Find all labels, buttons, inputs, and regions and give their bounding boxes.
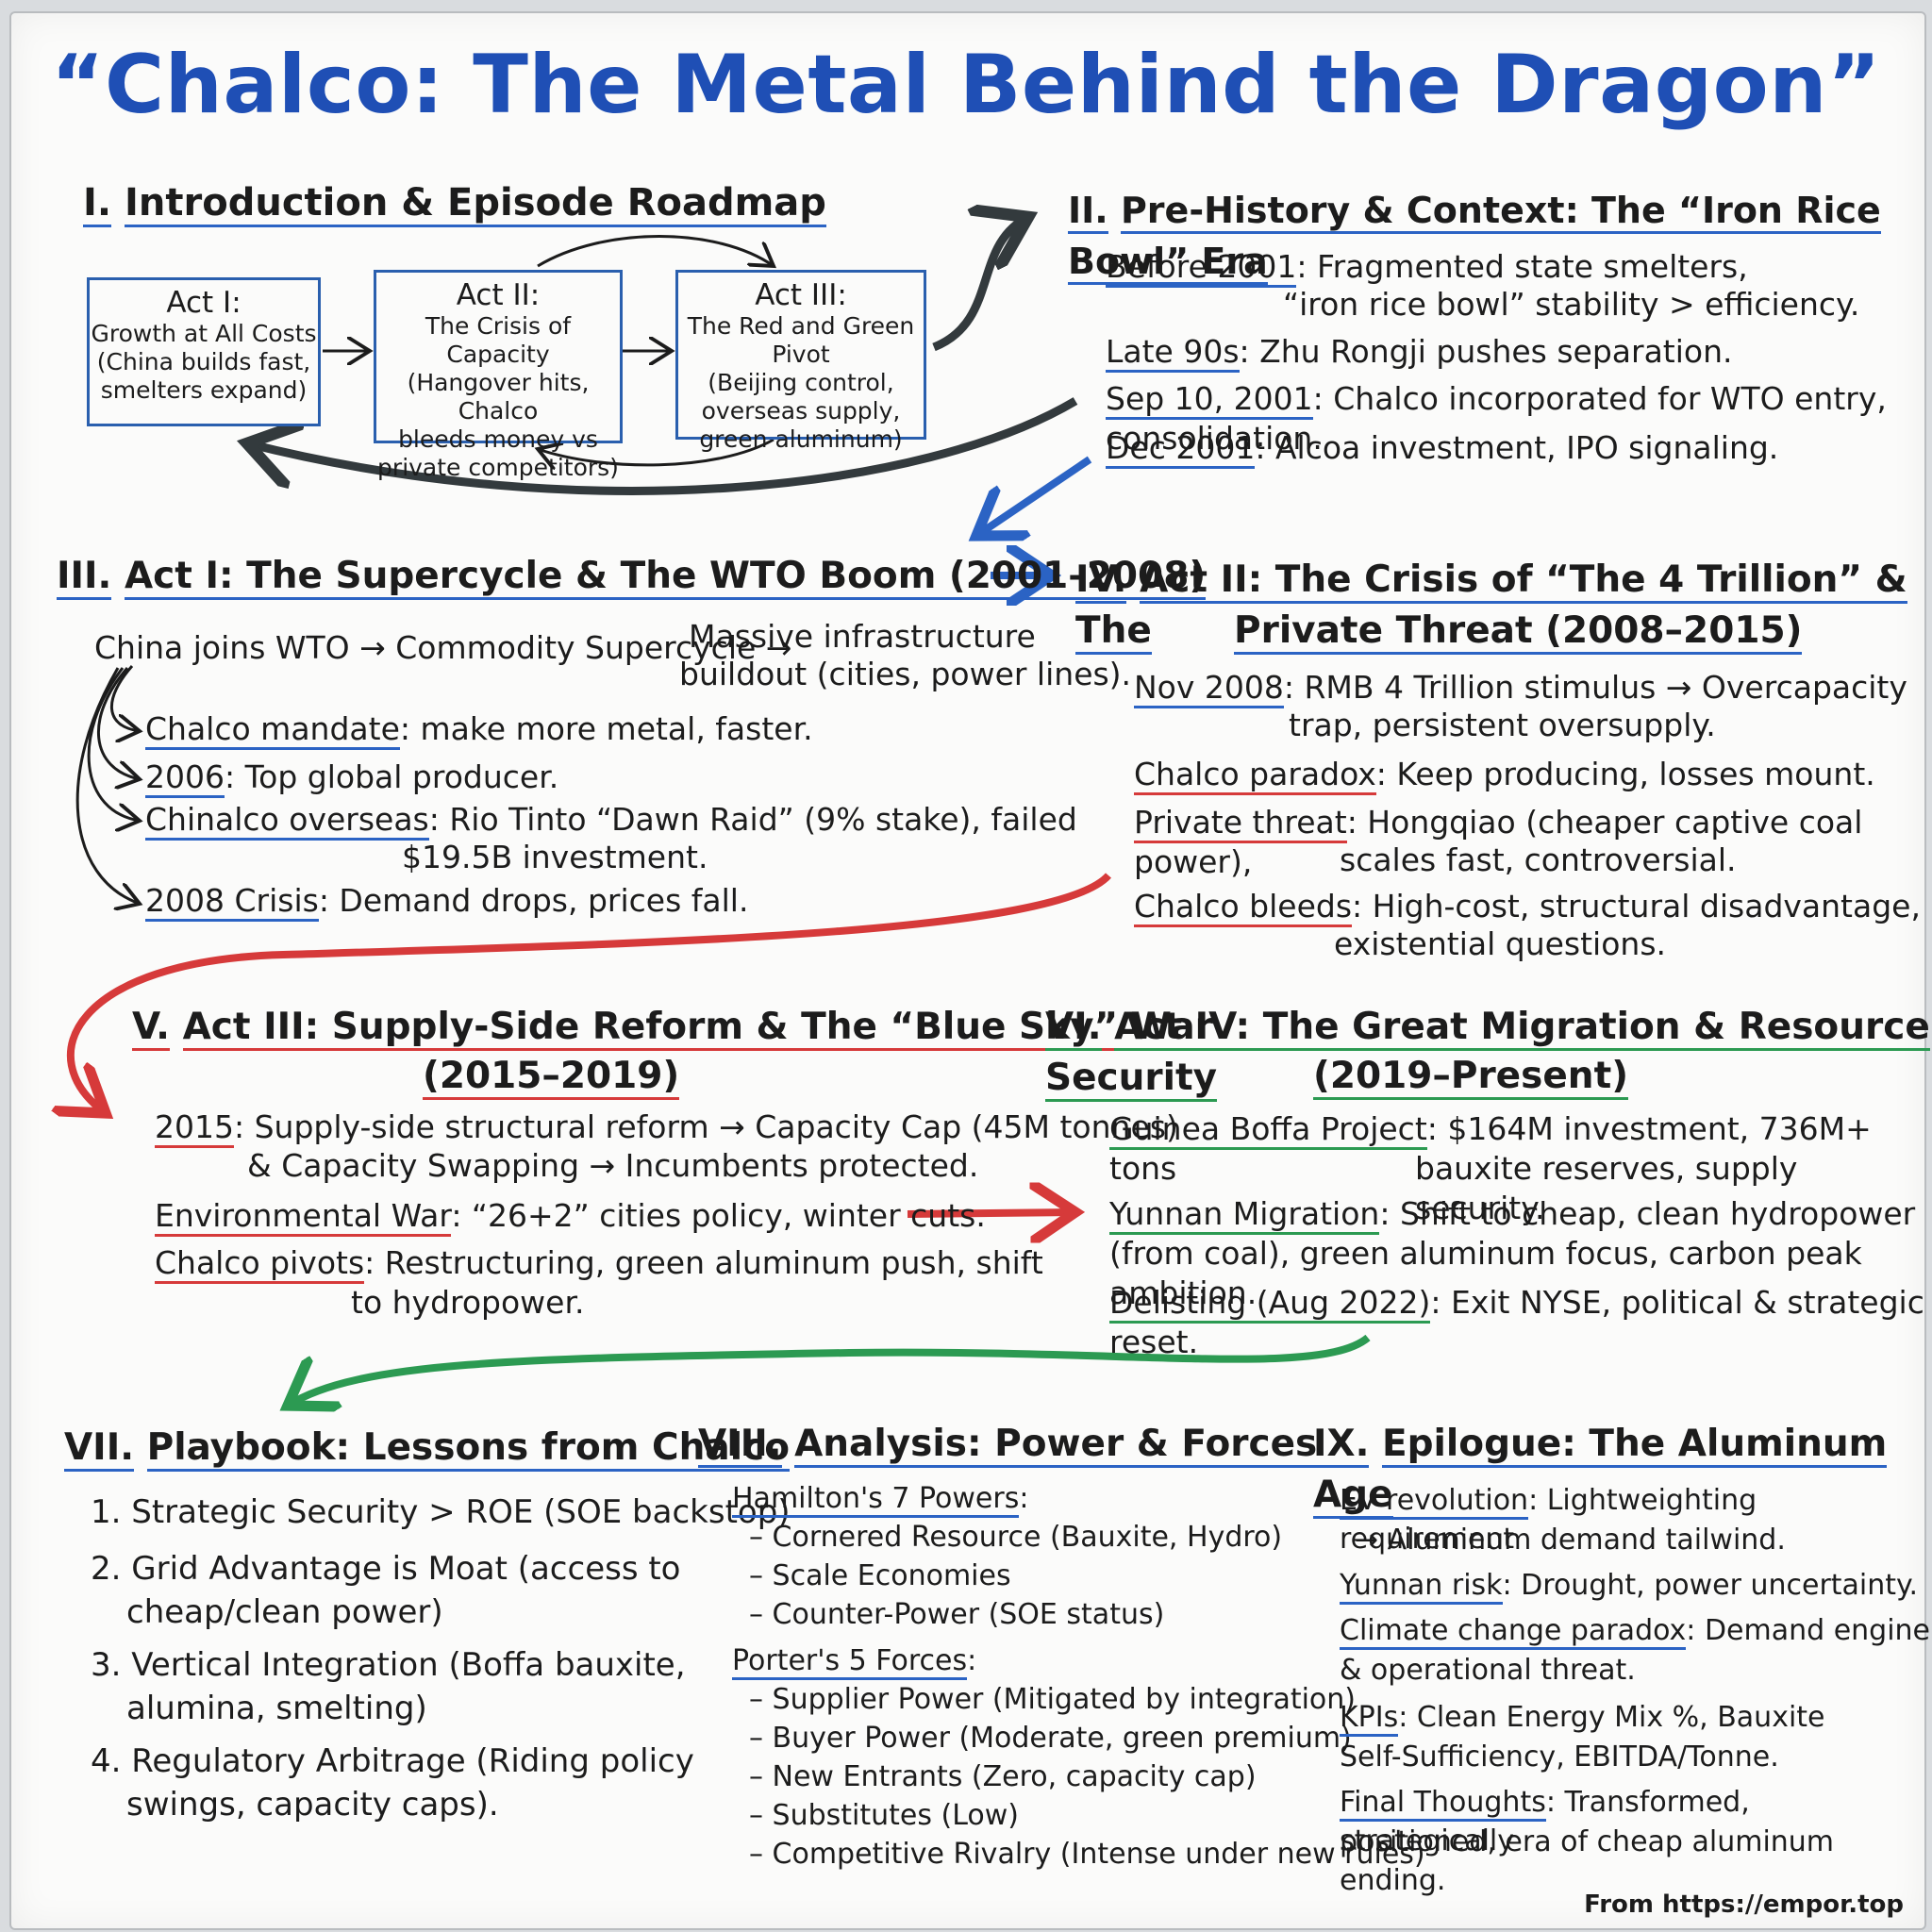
s5-row-2: Environmental War: “26+2” cities policy,… bbox=[155, 1196, 986, 1237]
section-4-heading-2: Private Threat (2008–2015) bbox=[1234, 606, 1803, 657]
s9-row-5: Final Thoughts: Transformed, strategical… bbox=[1340, 1786, 1750, 1857]
s4-row-4-cont: existential questions. bbox=[1334, 925, 1667, 962]
branch-arrow-1 bbox=[109, 665, 140, 731]
s4-row-3: Private threat: Hongqiao (cheaper captiv… bbox=[1134, 804, 1863, 880]
s6-row-1-cont: bauxite reserves, supply security. bbox=[1415, 1150, 1798, 1226]
s6-row-3: Delisting (Aug 2022): Exit NYSE, politic… bbox=[1109, 1284, 1924, 1360]
arrow-prehistory-to-act1 bbox=[247, 397, 1078, 495]
s4-row-3-cont: scales fast, controversial. bbox=[1340, 841, 1737, 878]
section-2-heading: II. Pre-History & Context: The “Iron Ric… bbox=[1068, 185, 1932, 287]
whiteboard bbox=[9, 11, 1926, 1930]
playbook-item-1: 1. Strategic Security > ROE (SOE backsto… bbox=[91, 1493, 791, 1531]
s3-row-2: 2006: Top global producer. bbox=[145, 758, 558, 798]
s9-row-1-cont: → Aluminum demand tailwind. bbox=[1355, 1524, 1786, 1557]
s3-flow-2a: Massive infrastructure bbox=[689, 618, 1036, 655]
s4-row-1-cont: trap, persistent oversupply. bbox=[1289, 707, 1716, 743]
s2-row-3: Sep 10, 2001: Chalco incorporated for WT… bbox=[1106, 380, 1887, 457]
s3-flow: China joins WTO → Commodity Supercycle → bbox=[94, 629, 792, 666]
s3-row-3-cont: $19.5B investment. bbox=[402, 839, 708, 875]
arrow-section6-to-section7 bbox=[288, 1334, 1371, 1406]
s4-row-2: Chalco paradox: Keep producing, losses m… bbox=[1134, 755, 1875, 795]
section-6-heading-2: (2019–Present) bbox=[1313, 1051, 1629, 1102]
section-5-heading-2: (2015–2019) bbox=[423, 1051, 680, 1102]
s6-row-2: Yunnan Migration: Shift to cheap, clean … bbox=[1109, 1194, 1915, 1235]
s5-row-3-cont: to hydropower. bbox=[351, 1284, 585, 1321]
s3-row-1: Chalco mandate: make more metal, faster. bbox=[145, 709, 813, 750]
s9-row-3: Climate change paradox: Demand engine bbox=[1340, 1611, 1930, 1650]
s6-row-1: Guinea Boffa Project: $164M investment, … bbox=[1109, 1110, 1872, 1187]
s3-row-4: 2008 Crisis: Demand drops, prices fall. bbox=[145, 881, 748, 922]
s4-row-4: Chalco bleeds: High-cost, structural dis… bbox=[1134, 887, 1921, 927]
hamilton-powers-list: Hamilton's 7 Powers: – Cornered Resource… bbox=[732, 1482, 1283, 1631]
arrow-prehistory-to-section3 bbox=[976, 456, 1092, 536]
branch-arrow-4 bbox=[75, 667, 140, 904]
s5-row-3: Chalco pivots: Restructuring, green alum… bbox=[155, 1243, 1043, 1284]
branch-arrow-3 bbox=[87, 667, 140, 821]
section-9-heading: IX. Epilogue: The Aluminum Age bbox=[1313, 1419, 1932, 1521]
section-3-heading: III. Act I: The Supercycle & The WTO Boo… bbox=[57, 551, 1207, 602]
section-5-heading: V. Act III: Supply-Side Reform & The “Bl… bbox=[132, 1002, 1213, 1053]
porter-forces-list: Porter's 5 Forces: – Supplier Power (Mit… bbox=[732, 1644, 1425, 1871]
arrow-section4-to-section5 bbox=[71, 873, 1111, 1113]
footer-source: From https://empor.top bbox=[1584, 1890, 1904, 1919]
page-title: “Chalco: The Metal Behind the Dragon” bbox=[50, 38, 1882, 132]
act-1-box: Act I: Growth at All Costs (China builds… bbox=[87, 277, 321, 426]
section-6-heading: VI. Act IV: The Great Migration & Resour… bbox=[1045, 1002, 1932, 1104]
section-1-heading: I. Introduction & Episode Roadmap bbox=[83, 177, 826, 228]
section-4-heading: IV. Act II: The Crisis of “The 4 Trillio… bbox=[1075, 555, 1932, 657]
s9-row-4: KPIs: Clean Energy Mix %, Bauxite bbox=[1340, 1698, 1825, 1737]
arrow-act2-over-act3 bbox=[537, 235, 774, 267]
s4-row-1: Nov 2008: RMB 4 Trillion stimulus → Over… bbox=[1134, 668, 1907, 708]
s9-row-3-cont: & operational threat. bbox=[1340, 1654, 1636, 1687]
section-8-heading: VIII. Analysis: Power & Forces bbox=[698, 1419, 1318, 1470]
s3-flow-2b: buildout (cities, power lines). bbox=[679, 656, 1132, 692]
s2-row-1-cont: “iron rice bowl” stability > efficiency. bbox=[1283, 286, 1860, 323]
s5-row-1-cont: & Capacity Swapping → Incumbents protect… bbox=[247, 1147, 979, 1184]
s9-row-5-cont: positioned, era of cheap aluminum ending… bbox=[1340, 1825, 1835, 1897]
arrow-intro-to-prehistory bbox=[932, 217, 1028, 352]
s5-row-1: 2015: Supply-side structural reform → Ca… bbox=[155, 1108, 1178, 1148]
branch-arrow-2 bbox=[97, 667, 140, 779]
s9-row-1: EV revolution: Lightweighting requiremen… bbox=[1340, 1484, 1757, 1556]
act-2-box: Act II: The Crisis of Capacity (Hangover… bbox=[374, 270, 623, 481]
s6-row-2-cont: (from coal), green aluminum focus, carbo… bbox=[1109, 1235, 1862, 1311]
s2-row-2: Late 90s: Zhu Rongji pushes separation. bbox=[1106, 332, 1733, 373]
arrow-section5-to-section6 bbox=[907, 1212, 1075, 1214]
act-3-box: Act III: The Red and Green Pivot (Beijin… bbox=[675, 270, 926, 453]
s2-row-1: Before 2001: Fragmented state smelters, bbox=[1106, 247, 1748, 288]
s2-row-4: Dec 2001: Alcoa investment, IPO signalin… bbox=[1106, 428, 1778, 469]
s9-row-4-cont: Self-Sufficiency, EBITDA/Tonne. bbox=[1340, 1740, 1779, 1774]
s9-row-2: Yunnan risk: Drought, power uncertainty. bbox=[1340, 1566, 1918, 1605]
s3-row-3: Chinalco overseas: Rio Tinto “Dawn Raid”… bbox=[145, 800, 1077, 841]
arrow-act3-back-act2 bbox=[538, 438, 774, 465]
playbook-item-3: 3. Vertical Integration (Boffa bauxite,a… bbox=[91, 1646, 686, 1727]
section-7-heading: VII. Playbook: Lessons from Chalco bbox=[64, 1423, 790, 1474]
